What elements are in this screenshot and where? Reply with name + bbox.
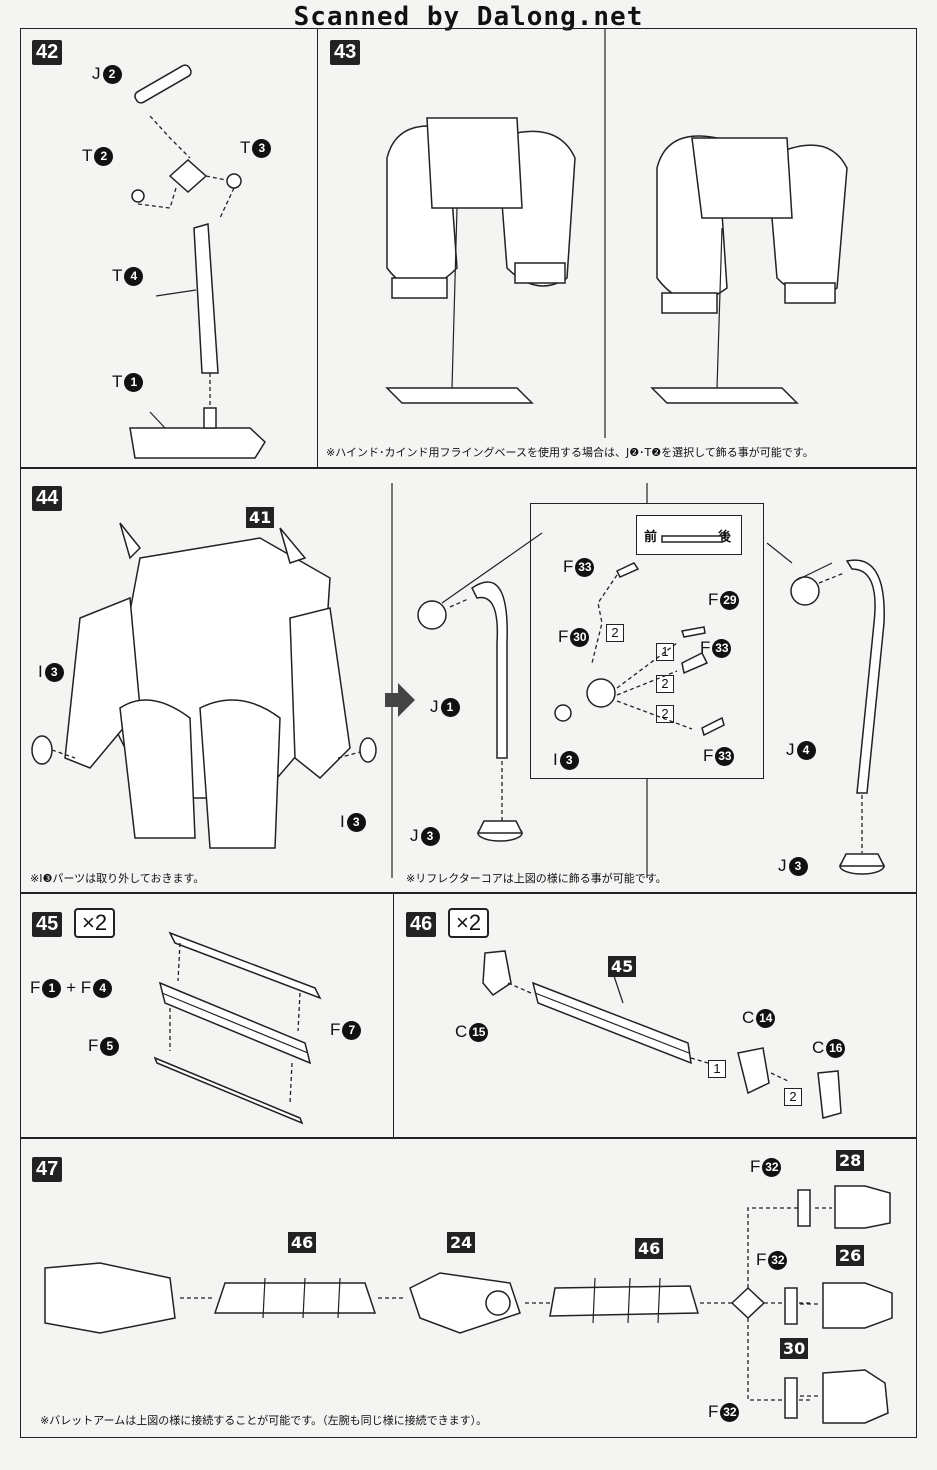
step-44-body-diagram <box>31 483 648 878</box>
step-46-diagram <box>482 950 842 1119</box>
step-43-panel <box>317 28 917 468</box>
note-step-44-right: ※リフレクターコアは上図の様に飾る事が可能です。 <box>406 872 667 885</box>
step-45-diagram <box>153 931 322 1125</box>
box-num-2c: 2 <box>656 703 674 723</box>
step-44-core-stands <box>417 532 886 875</box>
front-label: 前 <box>644 529 658 544</box>
step-42-stand-diagram <box>129 64 266 459</box>
step-46-panel <box>393 893 917 1138</box>
multiplier-45: ×2 <box>74 908 116 938</box>
core-detail-box <box>530 503 764 779</box>
step-44-panel <box>20 468 917 893</box>
step-43-display-views <box>385 28 848 438</box>
step-47-arm-diagram <box>44 1185 893 1424</box>
box-num-2d: 2 <box>784 1086 802 1106</box>
ref-part-26: 26 <box>836 1245 865 1266</box>
ref-part-24: 24 <box>447 1232 476 1253</box>
step-number-45: 45 <box>32 912 63 937</box>
ref-part-45: 45 <box>608 956 637 977</box>
note-step-47: ※バレットアームは上図の様に接続することが可能です。（左腕も同じ様に接続できます… <box>40 1414 488 1427</box>
note-step-43: ※ハインド･カインド用フライングベースを使用する場合は、J❷･T❷を選択して飾る… <box>326 446 814 459</box>
step-number-43: 43 <box>330 40 361 65</box>
ref-part-46-right: 46 <box>635 1238 664 1259</box>
ref-part-30: 30 <box>780 1338 809 1359</box>
scanner-watermark: Scanned by Dalong.net <box>293 2 644 32</box>
front-back-order-box <box>636 515 742 555</box>
box-num-1a: 1 <box>656 641 674 661</box>
ref-part-46-left: 46 <box>288 1232 317 1253</box>
ref-part-28: 28 <box>836 1150 865 1171</box>
box-num-2a: 2 <box>606 622 624 642</box>
step-number-44: 44 <box>32 486 63 511</box>
step-number-47: 47 <box>32 1157 63 1182</box>
step-number-46: 46 <box>406 912 437 937</box>
ref-part-41: 41 <box>246 507 275 528</box>
step-number-42: 42 <box>32 40 63 65</box>
note-step-44-left: ※I❸パーツは取り外しておきます。 <box>30 872 205 885</box>
step-47-panel <box>20 1138 917 1438</box>
multiplier-46: ×2 <box>448 908 490 938</box>
box-num-1b: 1 <box>708 1058 726 1078</box>
